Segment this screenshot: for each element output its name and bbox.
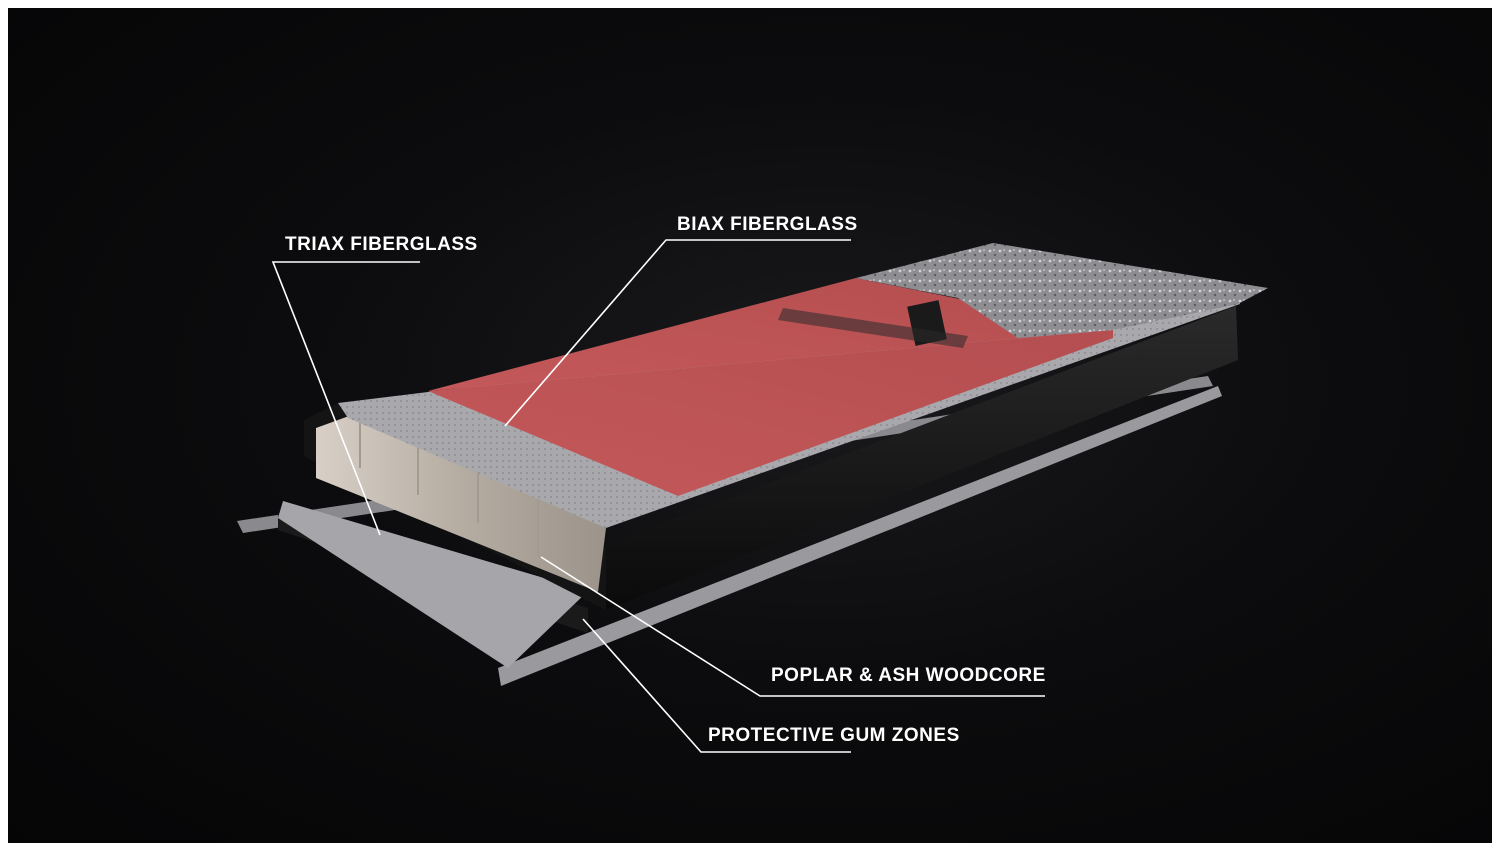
topsheet-red-upper [428,278,1113,391]
leader-lines [271,239,1045,753]
board-side-long [598,306,1238,610]
leader-line-woodcore [540,556,1045,697]
leader-line-gum [582,618,851,753]
label-triax-fiberglass: TRIAX FIBERGLASS [285,234,478,255]
base-edge-lower [498,386,1222,686]
label-poplar-ash-woodcore: POPLAR & ASH WOODCORE [771,665,1046,686]
topsheet-text-band [778,308,968,348]
leader-line-biax [504,239,851,427]
board-construction-illustration [237,239,1268,753]
woodcore-layer [316,412,606,592]
topsheet-red [428,330,1113,496]
label-protective-gum-zones: PROTECTIVE GUM ZONES [708,725,960,746]
label-biax-fiberglass: BIAX FIBERGLASS [677,214,858,235]
topsheet-logo-block [778,300,968,348]
diagram-canvas: TRIAX FIBERGLASS BIAX FIBERGLASS POPLAR … [8,8,1492,843]
woodcore-front-face [316,412,606,592]
topsheet-graphic [856,243,1268,338]
triax-layer [278,501,588,668]
leader-line-triax [271,261,420,536]
